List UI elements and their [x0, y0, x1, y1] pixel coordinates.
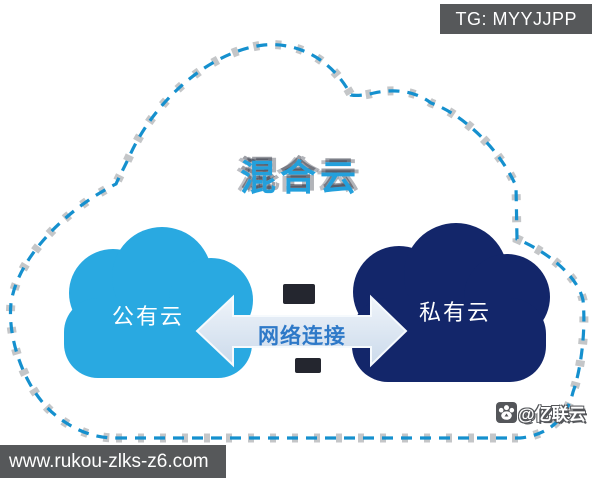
network-connection-label: 网络连接 [258, 325, 346, 348]
artifact-blob-top [283, 284, 315, 304]
tg-badge: TG: MYYJJPP [440, 4, 592, 34]
url-bar: www.rukou-zlks-z6.com [0, 445, 226, 478]
private-cloud-label: 私有云 [418, 300, 491, 325]
hybrid-cloud-title: 混合云 [239, 157, 360, 198]
paw-icon [496, 402, 517, 423]
network-arrow [195, 294, 408, 368]
public-cloud-shape [64, 227, 253, 378]
watermark: @亿联云 [496, 400, 586, 425]
hybrid-cloud-outline [8, 43, 586, 440]
public-cloud-label: 公有云 [111, 304, 184, 329]
watermark-handle: @亿联云 [518, 405, 586, 424]
artifact-blob-bottom [295, 358, 321, 373]
private-cloud-shape [352, 223, 550, 382]
